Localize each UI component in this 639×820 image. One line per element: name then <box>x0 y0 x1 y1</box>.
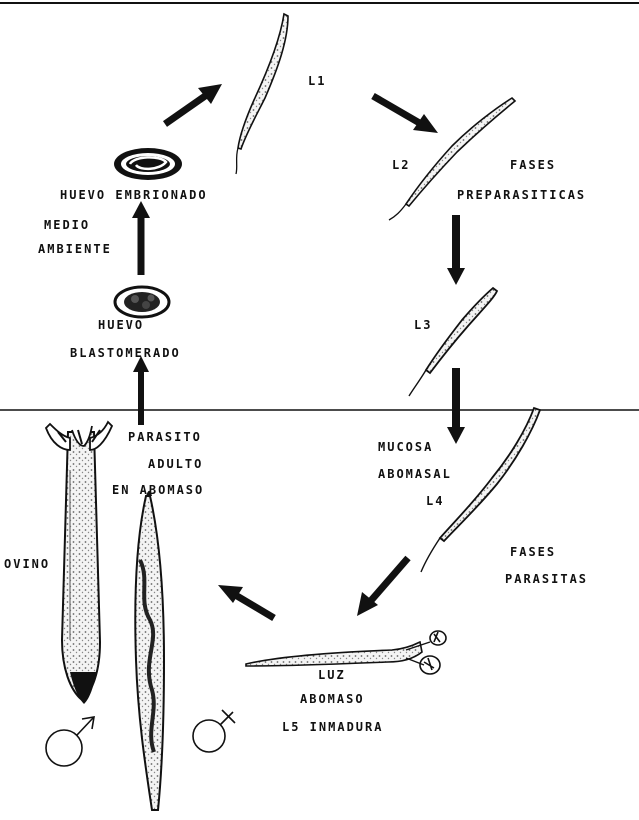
arrow-l5-to-adult <box>218 585 274 618</box>
female-symbol-icon <box>193 710 235 752</box>
label-ambiente: AMBIENTE <box>38 242 112 256</box>
label-l3: L3 <box>414 318 432 332</box>
arrow-l4-to-l5 <box>357 558 408 616</box>
arrow-adult-to-blastomere <box>133 356 149 425</box>
label-abomasal: ABOMASAL <box>378 467 452 481</box>
label-luz: LUZ <box>318 668 346 682</box>
label-blastomerado: BLASTOMERADO <box>70 346 181 360</box>
arrow-l2-to-l3 <box>447 215 465 285</box>
label-fases-preparasiticas-1: FASES <box>510 158 556 172</box>
label-medio: MEDIO <box>44 218 90 232</box>
embryonated-egg-illustration <box>114 148 182 180</box>
larva-l1-illustration <box>236 14 288 174</box>
label-fases-parasitas-1: FASES <box>510 545 556 559</box>
label-ovino: OVINO <box>4 557 50 571</box>
male-symbol-icon <box>46 717 94 766</box>
adult-female-worm-illustration <box>135 491 164 810</box>
label-l2: L2 <box>392 158 410 172</box>
label-huevo: HUEVO <box>98 318 144 332</box>
label-adulto: ADULTO <box>148 457 203 471</box>
arrow-blastomere-to-embryonated <box>132 201 150 275</box>
blastomere-egg-illustration <box>115 287 169 317</box>
label-parasito: PARASITO <box>128 430 202 444</box>
arrow-l1-to-l2 <box>373 96 438 133</box>
label-fases-parasitas-2: PARASITAS <box>505 572 588 586</box>
label-l1: L1 <box>308 74 326 88</box>
adult-male-worm-illustration <box>46 422 112 704</box>
larva-l5-illustration <box>246 631 446 674</box>
label-fases-preparasiticas-2: PREPARASITICAS <box>457 188 586 202</box>
arrow-l3-to-l4 <box>447 368 465 444</box>
label-l4: L4 <box>426 494 444 508</box>
label-mucosa: MUCOSA <box>378 440 433 454</box>
label-l5-inmadura: L5 INMADURA <box>282 720 383 734</box>
label-en-abomaso: EN ABOMASO <box>112 483 204 497</box>
label-huevo-embrionado: HUEVO EMBRIONADO <box>60 188 208 202</box>
label-abomaso: ABOMASO <box>300 692 365 706</box>
arrow-egg-to-l1 <box>165 84 222 124</box>
